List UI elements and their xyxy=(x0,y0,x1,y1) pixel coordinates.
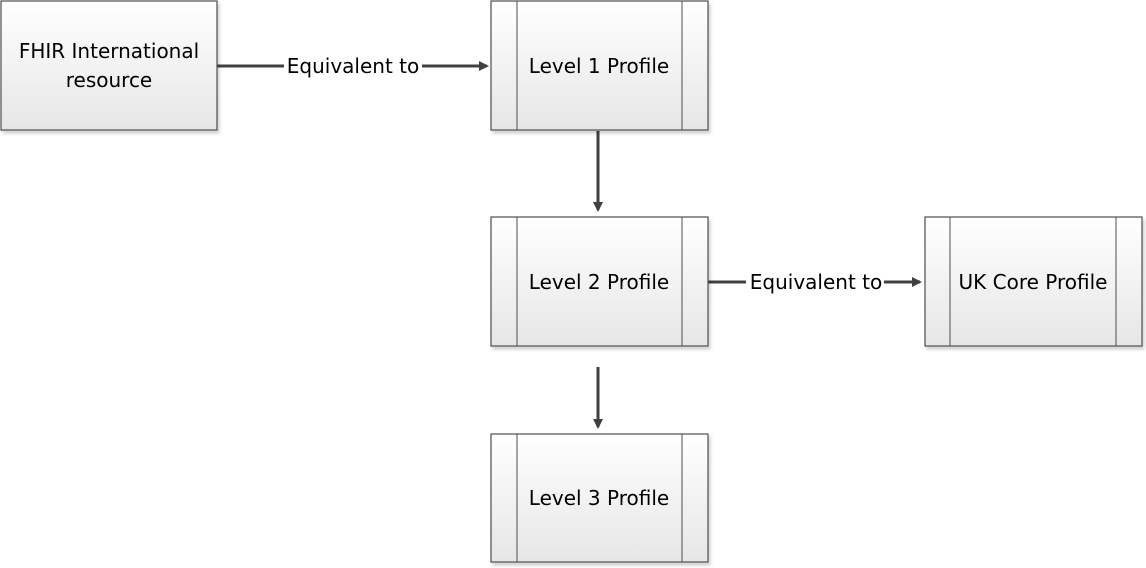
node-label: UK Core Profile xyxy=(959,270,1108,294)
edge-label-level2-to-ukcore: Equivalent to xyxy=(750,270,882,294)
connector-fhir-to-level1: Equivalent to xyxy=(217,52,489,80)
node-label: Level 3 Profile xyxy=(529,486,669,510)
node-level3-profile: Level 3 Profile xyxy=(490,433,709,563)
node-label: Level 2 Profile xyxy=(529,270,669,294)
node-level1-profile: Level 1 Profile xyxy=(490,0,709,131)
node-label-line-1: FHIR International xyxy=(19,39,199,63)
edge-label-fhir-to-level1: Equivalent to xyxy=(287,54,419,78)
node-fhir-international-resource: FHIR International resource xyxy=(0,0,218,131)
node-label: Level 1 Profile xyxy=(529,54,669,78)
node-level2-profile: Level 2 Profile xyxy=(490,216,709,347)
node-label-line-2: resource xyxy=(66,68,153,92)
connector-level2-to-ukcore: Equivalent to xyxy=(708,268,922,296)
node-uk-core-profile: UK Core Profile xyxy=(924,216,1143,347)
